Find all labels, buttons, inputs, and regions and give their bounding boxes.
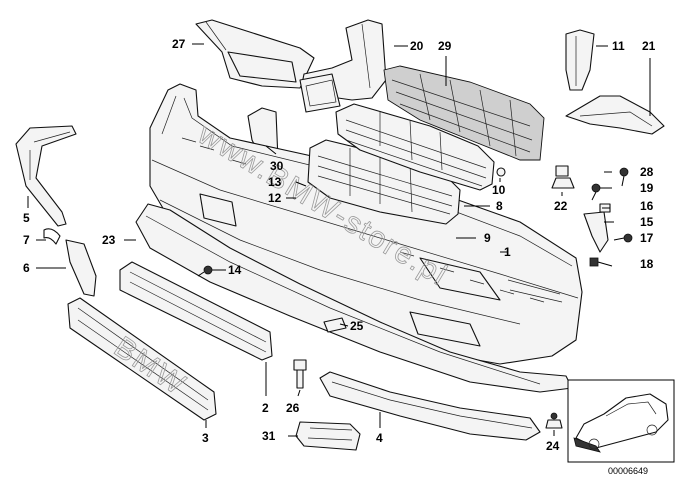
part-26-bolt xyxy=(293,359,307,389)
part-21-guide-bracket xyxy=(565,95,665,135)
label-17: 17 xyxy=(640,231,654,245)
label-20: 20 xyxy=(410,39,424,53)
label-2: 2 xyxy=(262,401,269,415)
part-9-lower-grille xyxy=(335,103,495,191)
label-3: 3 xyxy=(202,431,209,445)
label-9: 9 xyxy=(484,231,491,245)
label-31: 31 xyxy=(262,429,276,443)
label-1: 1 xyxy=(504,245,511,259)
part-25-clip xyxy=(323,317,347,333)
label-6: 6 xyxy=(23,261,30,275)
part-28-screw xyxy=(619,167,629,187)
label-11: 11 xyxy=(612,39,625,53)
part-17-bolt xyxy=(613,233,633,243)
part-31-tow-hook-cover xyxy=(295,421,361,451)
label-23: 23 xyxy=(102,233,116,247)
part-5-trim-strip xyxy=(15,125,77,227)
label-22: 22 xyxy=(554,199,568,213)
part-27-bracket xyxy=(195,19,315,89)
part-29-mesh-grille xyxy=(383,65,545,161)
part-24-clip xyxy=(545,412,563,429)
label-12: 12 xyxy=(268,191,282,205)
part-2-impact-absorber xyxy=(119,261,273,361)
car-thumbnail xyxy=(567,379,675,463)
label-5: 5 xyxy=(23,211,30,225)
label-19: 19 xyxy=(640,181,654,195)
label-16: 16 xyxy=(640,199,654,213)
drawing-code: 00006649 xyxy=(608,466,648,476)
label-25: 25 xyxy=(350,319,364,333)
part-4-lower-strip xyxy=(319,371,541,441)
label-26: 26 xyxy=(286,401,300,415)
part-19-screw xyxy=(591,183,601,201)
label-21: 21 xyxy=(642,39,656,53)
part-15-bracket xyxy=(583,211,609,253)
label-14: 14 xyxy=(228,263,242,277)
part-10-clip xyxy=(496,167,506,177)
reinforcement-emblem: BMW xyxy=(108,330,192,402)
label-15: 15 xyxy=(640,215,654,229)
part-22-push-nut xyxy=(551,165,575,189)
callout-labels: 27 20 29 11 21 5 7 6 30 13 12 10 8 28 19… xyxy=(23,37,656,453)
part-20-air-duct xyxy=(299,19,387,113)
label-29: 29 xyxy=(438,39,452,53)
leader-lines xyxy=(27,43,651,437)
label-4: 4 xyxy=(376,431,383,445)
part-18-clip xyxy=(589,257,599,267)
label-10: 10 xyxy=(492,183,506,197)
label-13: 13 xyxy=(268,175,282,189)
part-11-bracket xyxy=(565,29,595,91)
label-7: 7 xyxy=(23,233,30,247)
part-7-clip xyxy=(43,228,61,245)
label-28: 28 xyxy=(640,165,654,179)
label-18: 18 xyxy=(640,257,654,271)
label-27: 27 xyxy=(172,37,186,51)
label-24: 24 xyxy=(546,439,560,453)
part-23-spoiler-lip xyxy=(135,203,573,393)
part-6-side-marker xyxy=(65,239,97,297)
label-30: 30 xyxy=(270,159,284,173)
label-8: 8 xyxy=(496,199,503,213)
